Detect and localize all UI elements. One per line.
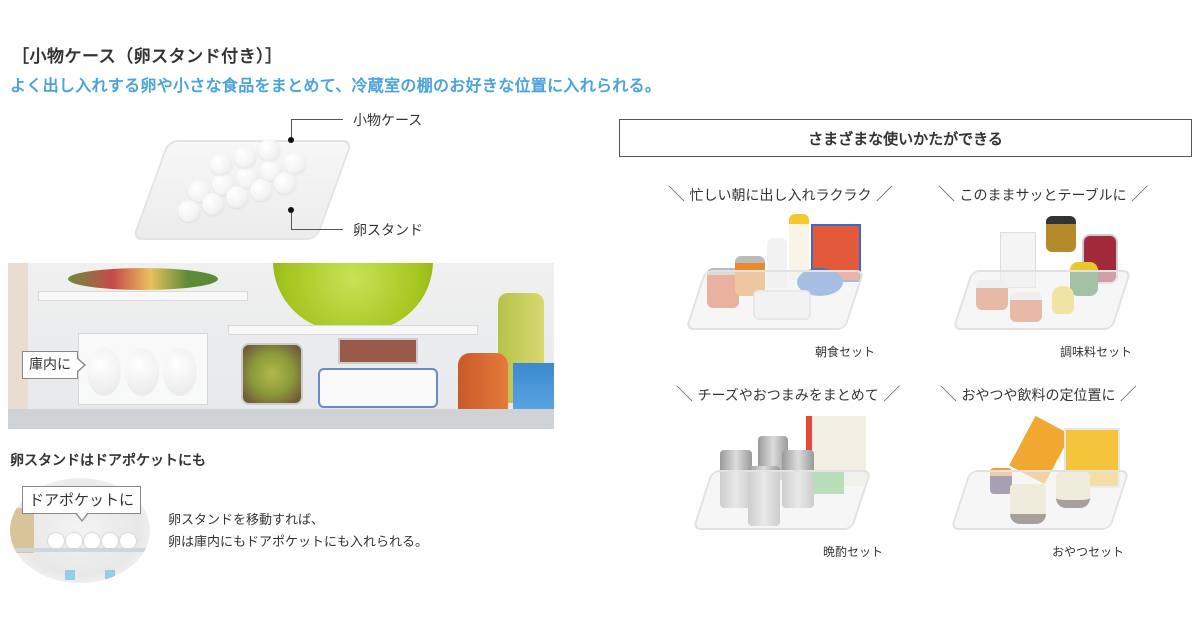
- egg-case-product-image: [131, 125, 354, 245]
- description-line-2: 卵は庫内にもドアポケットにも入れられる。: [168, 535, 429, 550]
- egg: [274, 172, 296, 194]
- usage-title-text: このままサッとテーブルに: [959, 188, 1127, 204]
- callout-door-pocket: ドアポケットに: [22, 486, 142, 522]
- caption-seasoning: 調味料セット: [1060, 345, 1133, 359]
- jar: [1046, 216, 1076, 252]
- door-pocket-description: 卵スタンドを移動すれば、 卵は庫内にもドアポケットにも入れられる。: [168, 510, 428, 554]
- fridge-interior-photo: 庫内に: [8, 263, 554, 429]
- slash-left-icon: ＼: [940, 385, 957, 405]
- food-container: [318, 368, 438, 408]
- breakfast-set-image: [685, 210, 865, 340]
- egg: [102, 533, 118, 549]
- egg: [250, 179, 272, 201]
- snack-set-image: [950, 410, 1130, 540]
- bottle: [10, 508, 34, 553]
- tray: [692, 470, 872, 530]
- egg: [258, 139, 280, 161]
- slash-right-icon: ／: [875, 185, 893, 205]
- usage-title-text: 忙しい朝に出し入れラクラク: [689, 188, 872, 204]
- egg: [120, 533, 136, 549]
- egg: [284, 152, 306, 174]
- green-pot: [273, 263, 433, 331]
- fridge-shelf: [38, 291, 248, 301]
- slash-right-icon: ／: [883, 385, 901, 405]
- slash-left-icon: ＼: [938, 185, 955, 205]
- seasoning-set-image: [952, 210, 1132, 340]
- usage-title-drinks: ＼ チーズやおつまみをまとめて ／: [676, 380, 900, 405]
- egg: [48, 533, 64, 549]
- egg: [202, 193, 224, 215]
- usage-title-snacks: ＼ おやつや飲料の定位置に ／: [940, 380, 1137, 405]
- bottle-cap: [65, 570, 75, 580]
- caption-breakfast: 朝食セット: [815, 345, 876, 359]
- tray: [952, 270, 1132, 330]
- egg: [84, 533, 100, 549]
- egg: [87, 348, 121, 396]
- egg: [125, 348, 159, 396]
- egg: [66, 533, 82, 549]
- label-egg-stand: 卵スタンド: [353, 223, 423, 239]
- egg: [163, 348, 197, 396]
- label-small-case: 小物ケース: [353, 113, 423, 129]
- food-container: [338, 338, 418, 364]
- evening-drink-set-image: [692, 410, 872, 540]
- slash-right-icon: ／: [1131, 185, 1149, 205]
- callout-line-egg-stand: [291, 210, 343, 230]
- mayonnaise-bottle: [789, 214, 809, 280]
- page-title: ［小物ケース（卵スタンド付き）］: [12, 47, 283, 67]
- bean-jar: [241, 343, 303, 405]
- usage-title-text: チーズやおつまみをまとめて: [697, 388, 879, 404]
- egg: [234, 146, 256, 168]
- salad-plate: [68, 268, 218, 290]
- egg: [226, 186, 248, 208]
- usage-title-seasoning: ＼ このままサッとテーブルに ／: [938, 180, 1148, 205]
- usage-title-breakfast: ＼ 忙しい朝に出し入れラクラク ／: [668, 180, 893, 205]
- callout-dot-case: [288, 137, 294, 143]
- page-subtitle: よく出し入れする卵や小さな食品をまとめて、冷蔵室の棚のお好きな位置に入れられる。: [10, 76, 662, 95]
- fridge-shelf: [228, 325, 478, 335]
- description-line-1: 卵スタンドを移動すれば、: [168, 513, 325, 528]
- callout-dot-egg-stand: [288, 207, 294, 213]
- caption-snacks: おやつセット: [1052, 545, 1125, 559]
- egg: [178, 200, 200, 222]
- tray: [685, 270, 865, 330]
- egg: [210, 153, 232, 175]
- egg-case-in-fridge: [78, 333, 208, 405]
- bottle-cap: [105, 570, 115, 580]
- callout-in-fridge: 庫内に: [22, 351, 86, 379]
- slash-left-icon: ＼: [668, 185, 685, 205]
- fridge-drawer: [8, 409, 554, 429]
- fridge-door-edge: [8, 263, 28, 429]
- usage-heading-box: さまざまな使いかたができる: [619, 119, 1192, 157]
- tray: [950, 470, 1130, 530]
- usage-heading: さまざまな使いかたができる: [808, 129, 1003, 148]
- slash-right-icon: ／: [1119, 385, 1137, 405]
- door-pocket-shelf: [10, 548, 150, 552]
- callout-line-case: [291, 119, 343, 139]
- door-pocket-heading: 卵スタンドはドアポケットにも: [10, 453, 206, 469]
- usage-title-text: おやつや飲料の定位置に: [961, 388, 1116, 404]
- slash-left-icon: ＼: [676, 385, 693, 405]
- caption-drinks: 晩酌セット: [823, 545, 884, 559]
